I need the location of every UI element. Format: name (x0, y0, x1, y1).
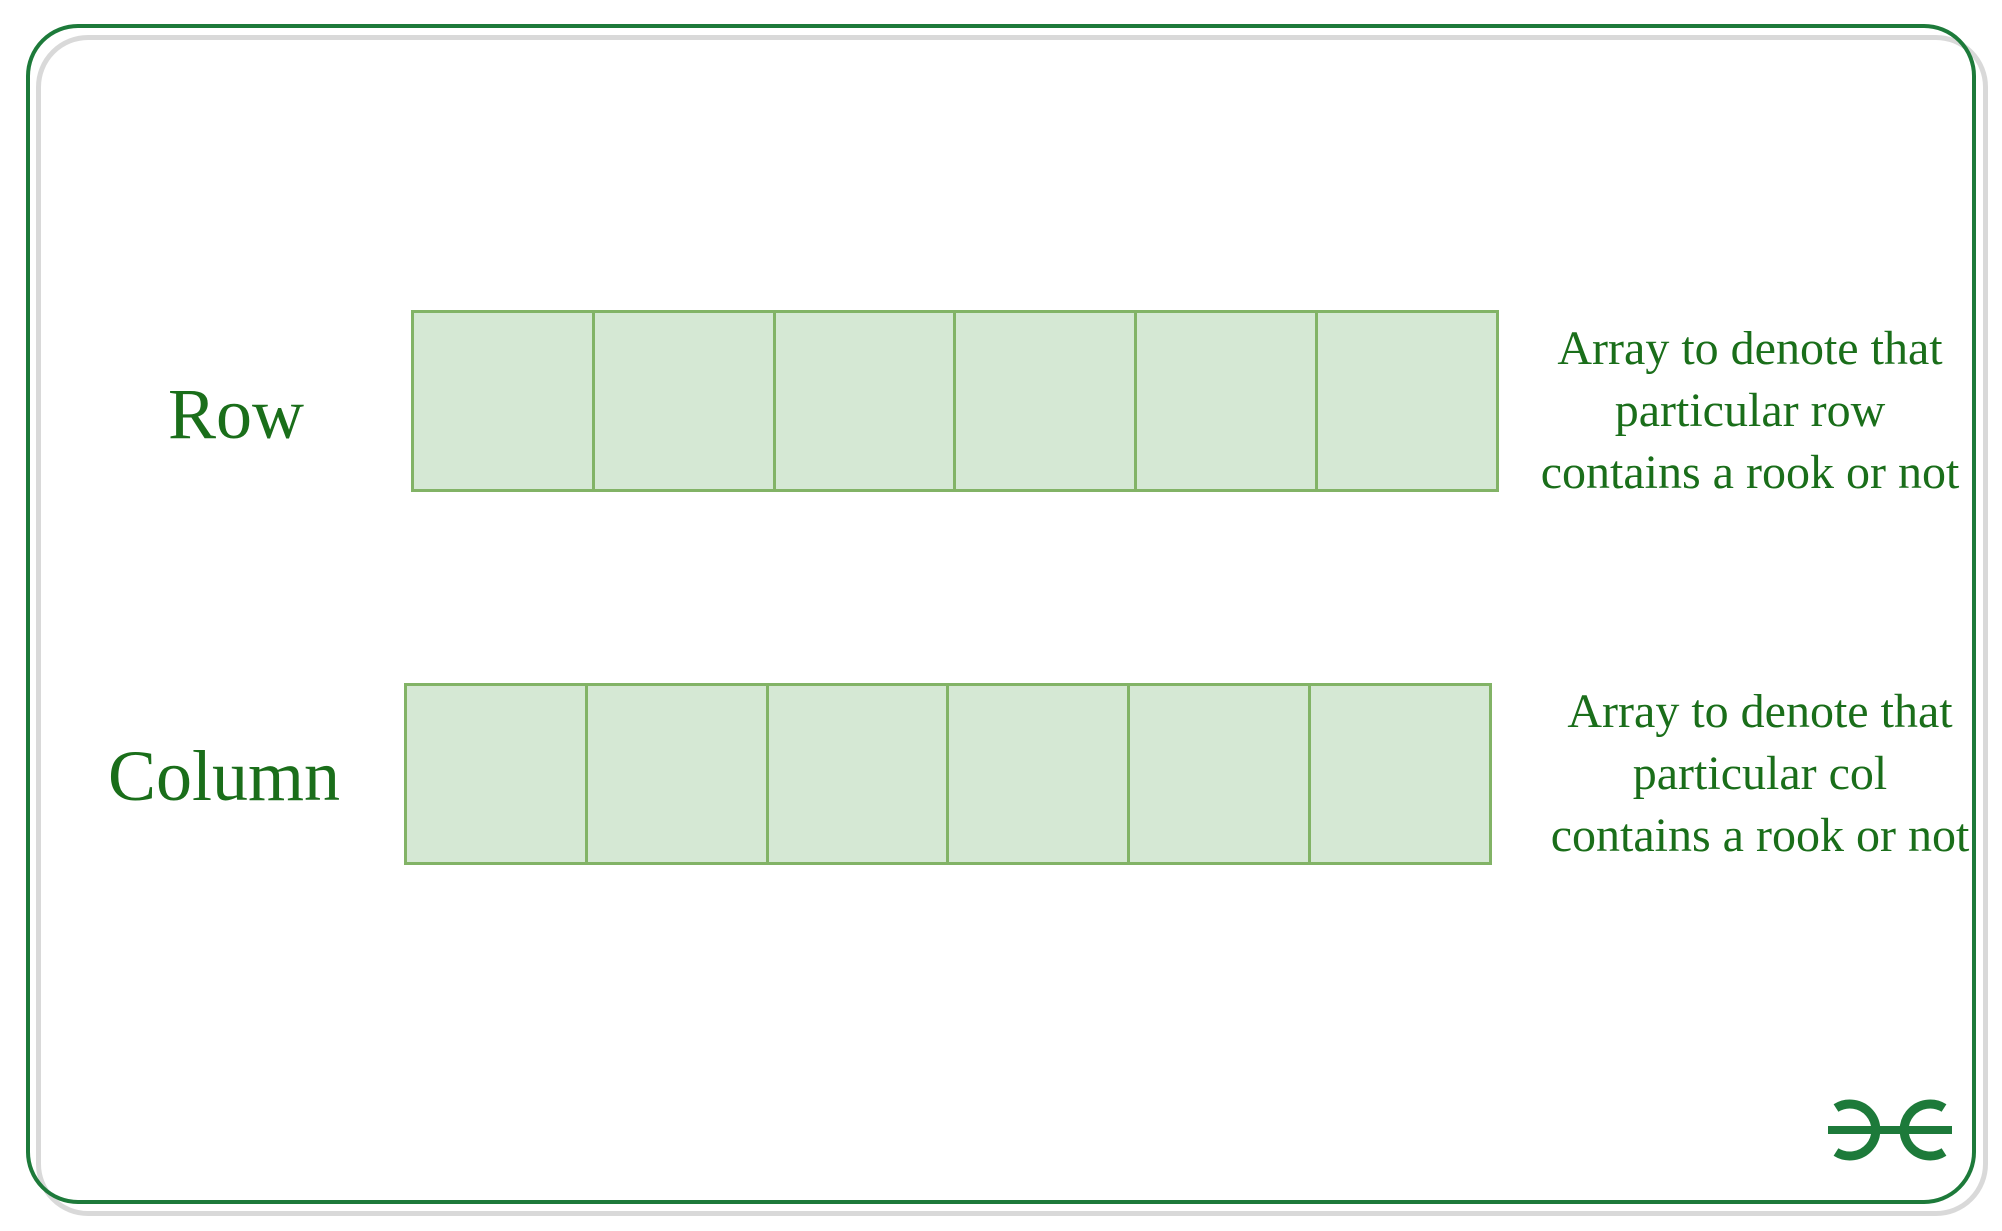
column-array-cell (1130, 686, 1312, 862)
column-label: Column (108, 736, 341, 816)
row-description-line-1: Array to denote that (1557, 322, 1943, 375)
column-array-cell (1311, 686, 1489, 862)
column-array (404, 683, 1492, 865)
column-description-line-1: Array to denote that (1567, 685, 1953, 738)
row-description-line-2: particular row (1614, 384, 1886, 437)
row-array-cell (956, 313, 1138, 489)
row-array-cell (776, 313, 957, 489)
row-description: Array to denote that particular row cont… (1510, 318, 1990, 504)
row-array (411, 310, 1499, 492)
row-array-cell (414, 313, 595, 489)
column-array-cell (588, 686, 769, 862)
row-description-line-3: contains a rook or not (1540, 446, 1960, 499)
column-array-cell (949, 686, 1131, 862)
row-label: Row (168, 374, 305, 454)
column-description-line-3: contains a rook or not (1550, 809, 1970, 862)
row-array-cell (1137, 313, 1319, 489)
column-description-line-2: particular col (1632, 747, 1888, 800)
column-array-cell (407, 686, 588, 862)
diagram-frame (26, 24, 1976, 1204)
frame-shadow (36, 35, 1988, 1216)
row-array-cell (595, 313, 776, 489)
row-array-cell (1318, 313, 1496, 489)
column-array-cell (769, 686, 950, 862)
column-description: Array to denote that particular col cont… (1520, 681, 2000, 867)
gfg-logo-icon (1828, 1099, 1952, 1161)
